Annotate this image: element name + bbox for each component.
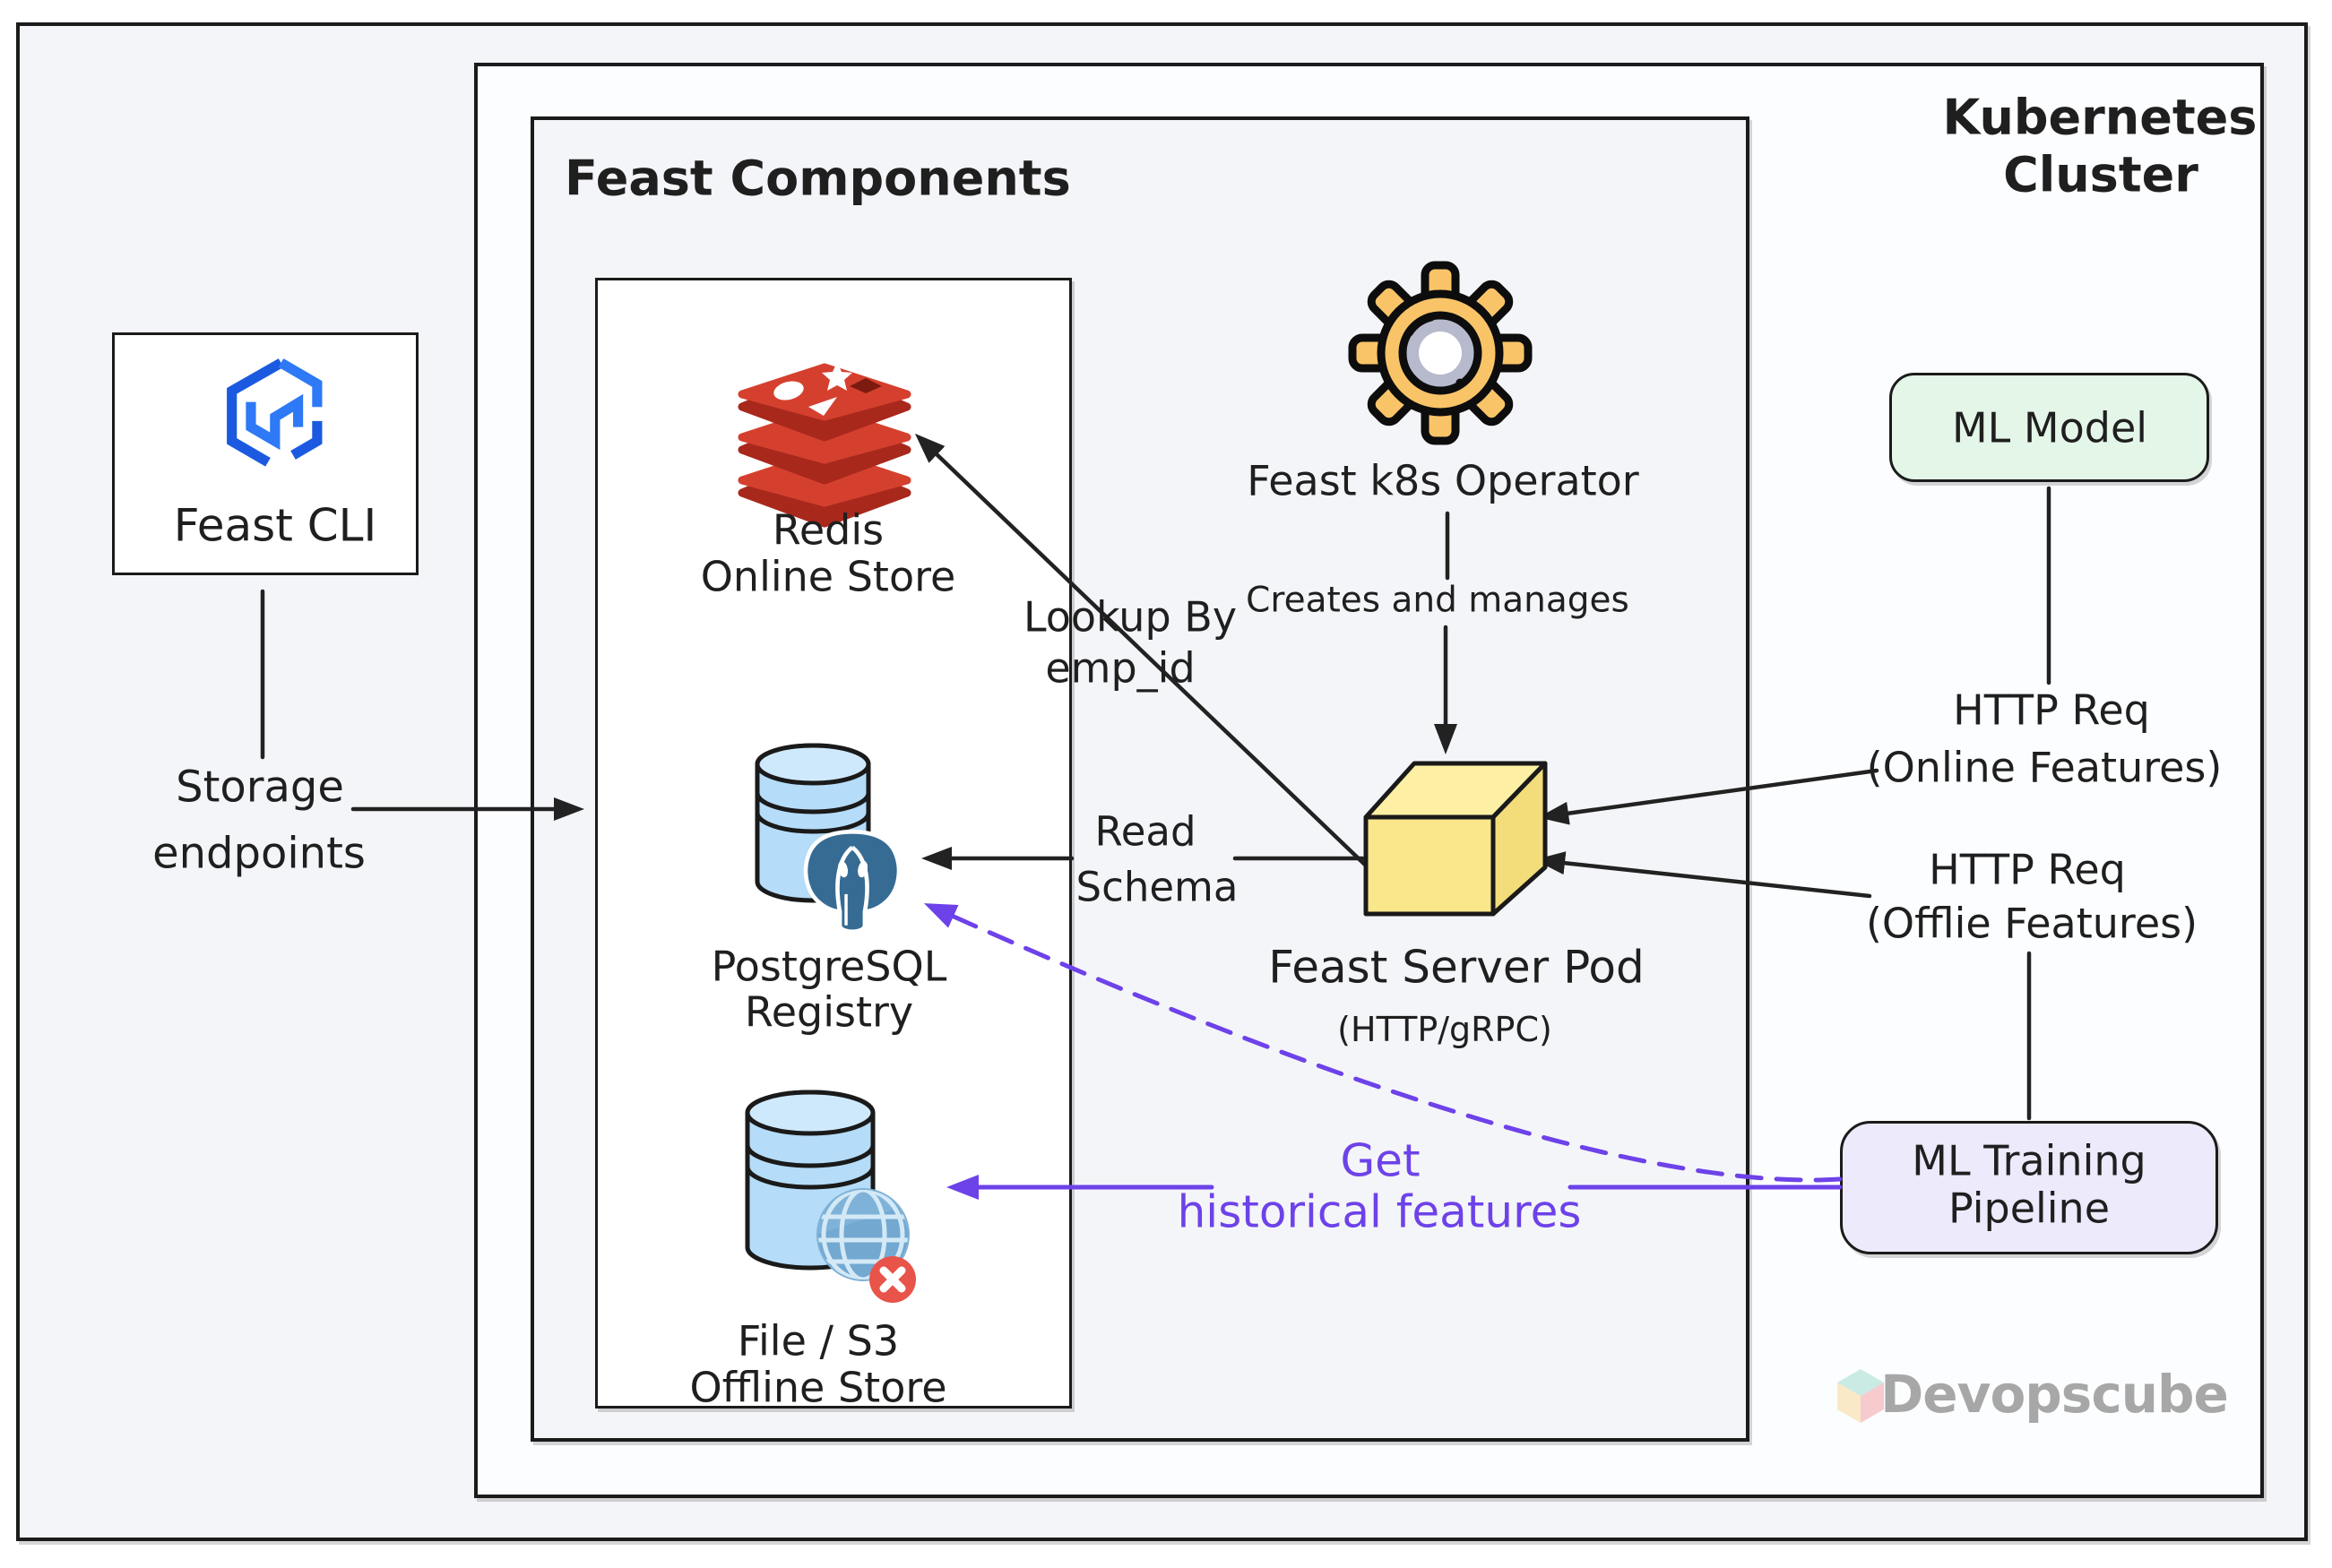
http-online-arrow (1538, 768, 1879, 825)
ml-training-label-line1: ML Training (1912, 1136, 2146, 1185)
feast-cli-box (112, 332, 419, 575)
lookup-by-label-line1: Lookup By (1023, 592, 1238, 642)
postgres-label-line1: PostgreSQL (711, 942, 947, 991)
kubernetes-cluster-title-line1: Kubernetes (1942, 89, 2258, 146)
devopscube-brand-label: Devopscube (1880, 1364, 2229, 1426)
get-historical-label-line2: historical features (1177, 1185, 1582, 1238)
read-schema-label-line2: Schema (1075, 863, 1239, 911)
ml-model-label: ML Model (1951, 403, 2148, 452)
offline-x-badge-icon (869, 1256, 916, 1303)
ml-training-label-line2: Pipeline (1948, 1184, 2111, 1233)
http-offline-arrow (1534, 851, 1872, 899)
devopscube-logo-icon (1837, 1369, 1884, 1423)
feast-components-title: Feast Components (565, 150, 1071, 207)
lookup-by-arrow (914, 433, 1369, 868)
server-pod-protocol-label: (HTTP/gRPC) (1337, 1010, 1552, 1050)
lookup-by-label-line2: emp_id (1045, 643, 1196, 693)
kubernetes-cluster-title-line2: Cluster (2003, 146, 2198, 203)
creates-and-manages-label: Creates and manages (1246, 580, 1629, 621)
read-schema-label-line1: Read (1094, 807, 1196, 856)
redis-icon (738, 362, 911, 528)
file-s3-offline-store-icon (745, 1090, 916, 1303)
storage-endpoints-label-line1: Storage (176, 762, 344, 813)
get-historical-label-line1: Get (1340, 1134, 1421, 1187)
server-pod-cube-icon (1363, 761, 1548, 917)
http-offline-label-line1: HTTP Req (1929, 845, 2126, 894)
ml-model-box (1889, 373, 2209, 482)
storage-endpoints-label-line2: endpoints (152, 828, 366, 879)
redis-label-line2: Online Store (700, 552, 956, 601)
feast-cli-label: Feast CLI (173, 499, 377, 552)
file-s3-label-line2: Offline Store (689, 1363, 947, 1412)
http-online-label-line1: HTTP Req (1953, 685, 2150, 735)
get-historical-dashed-arrow (923, 903, 1843, 1183)
gear-icon (1348, 261, 1533, 445)
http-offline-label-line2: (Offlie Features) (1865, 899, 2198, 948)
postgres-elephant-icon (803, 830, 902, 934)
server-pod-label: Feast Server Pod (1268, 941, 1645, 994)
operator-label: Feast k8s Operator (1247, 456, 1639, 505)
http-online-label-line2: (Online Features) (1866, 743, 2223, 792)
redis-label-line1: Redis (772, 505, 885, 555)
postgresql-registry-icon (755, 743, 902, 934)
feast-logo-icon (227, 358, 323, 467)
globe-icon (816, 1188, 916, 1303)
file-s3-label-line1: File / S3 (737, 1316, 900, 1366)
postgres-label-line2: Registry (744, 987, 914, 1037)
